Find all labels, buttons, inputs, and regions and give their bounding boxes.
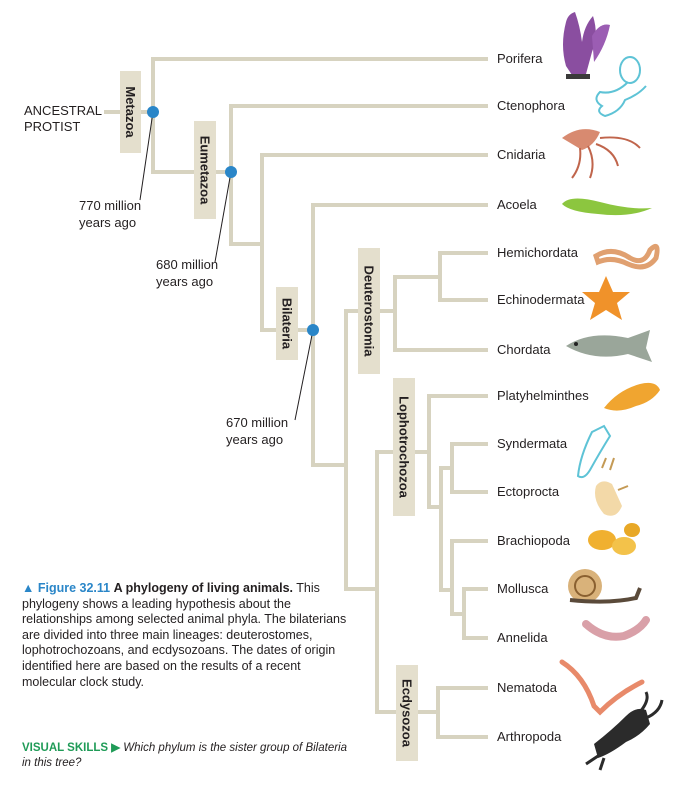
clade-deuterostomia: Deuterostomia: [358, 248, 380, 374]
branch-annelida: [462, 614, 488, 640]
sponge-illustration: [563, 12, 610, 79]
bass-fish-illustration: [566, 330, 652, 362]
branch-moll-annel: [450, 590, 464, 616]
clade-bilateria: Bilateria: [276, 287, 298, 360]
date-bilateria-line-1: 670 million: [226, 415, 288, 430]
clade-lophotrochozoa: Lophotrochozoa: [393, 378, 415, 516]
taxon-syndermata: Syndermata: [497, 436, 568, 451]
branch-syn-ecto: [439, 466, 452, 507]
flatworm-illustration: [604, 382, 660, 411]
root-label-line-2: PROTIST: [24, 119, 80, 134]
node-bilateria: [307, 324, 319, 336]
date-metazoa-line-1: 770 million: [79, 198, 141, 213]
clade-labels: Metazoa Eumetazoa Bilateria Deuterostomi…: [120, 71, 418, 761]
illustrations: [559, 12, 664, 771]
nematode-worm-illustration: [559, 659, 645, 716]
date-metazoa-line-2: years ago: [79, 215, 136, 230]
taxon-cnidaria: Cnidaria: [497, 147, 546, 162]
branch-porifera: [151, 57, 488, 112]
date-metazoa: 770 million years ago: [79, 198, 141, 230]
lobster-illustration: [585, 691, 664, 771]
branch-syndermata: [450, 442, 488, 468]
clade-ecdysozoa-label: Ecdysozoa: [400, 679, 415, 748]
taxon-acoela: Acoela: [497, 197, 538, 212]
clade-bilateria-label: Bilateria: [280, 298, 295, 350]
taxon-porifera: Porifera: [497, 51, 543, 66]
date-bilateria-line-2: years ago: [226, 432, 283, 447]
root-label: ANCESTRAL PROTIST: [24, 103, 102, 134]
clade-metazoa: Metazoa: [120, 71, 141, 153]
acorn-worm-illustration: [593, 243, 660, 270]
snail-illustration: [568, 569, 642, 604]
branch-chordata: [393, 311, 488, 352]
branch-mollusca: [462, 587, 488, 614]
branch-eumetazoa: [151, 112, 231, 174]
branch-acoela: [311, 203, 488, 330]
visual-skills-label: VISUAL SKILLS ▶: [22, 742, 121, 754]
jellyfish-illustration: [562, 129, 641, 179]
root-label-line-1: ANCESTRAL: [24, 103, 102, 118]
clade-metazoa-label: Metazoa: [123, 86, 138, 138]
taxon-mollusca: Mollusca: [497, 581, 549, 596]
figure-caption: ▲ Figure 32.11 A phylogeny of living ani…: [22, 581, 352, 690]
taxon-ctenophora: Ctenophora: [497, 98, 566, 113]
leader-eumetazoa: [214, 171, 232, 263]
branch-protostomia: [344, 465, 377, 591]
branch-ectoprocta: [450, 468, 488, 494]
earthworm-illustration: [582, 616, 650, 641]
taxon-ectoprocta: Ectoprocta: [497, 484, 560, 499]
branch-cnidaria: [260, 153, 488, 244]
node-metazoa: [147, 106, 159, 118]
tree-branches: [104, 57, 488, 739]
branch-arthropoda: [436, 712, 488, 739]
branch-platyhelminthes: [427, 394, 488, 452]
branch-lopho-rest: [439, 507, 452, 592]
sea-star-illustration: [582, 276, 630, 320]
taxon-labels: Porifera Ctenophora Cnidaria Acoela Hemi…: [497, 51, 589, 744]
rotifer-illustration: [576, 424, 612, 479]
branch-hemichordata: [438, 251, 488, 277]
date-eumetazoa: 680 million years ago: [156, 257, 218, 289]
taxon-echinodermata: Echinodermata: [497, 292, 585, 307]
date-eumetazoa-line-1: 680 million: [156, 257, 218, 272]
taxon-nematoda: Nematoda: [497, 680, 558, 695]
taxon-chordata: Chordata: [497, 342, 551, 357]
date-eumetazoa-line-2: years ago: [156, 274, 213, 289]
taxon-hemichordata: Hemichordata: [497, 245, 579, 260]
taxon-annelida: Annelida: [497, 630, 548, 645]
leader-bilateria: [294, 329, 314, 421]
date-bilateria: 670 million years ago: [226, 415, 288, 447]
taxon-arthropoda: Arthropoda: [497, 729, 562, 744]
taxon-brachiopoda: Brachiopoda: [497, 533, 571, 548]
branch-eumetazoa-inner: [229, 172, 262, 246]
clade-eumetazoa: Eumetazoa: [194, 121, 216, 219]
leader-metazoa: [139, 111, 154, 201]
figure-caption-body: This phylogeny shows a leading hypothesi…: [22, 581, 347, 689]
comb-jelly-illustration: [595, 56, 647, 118]
figure-title: A phylogeny of living animals.: [113, 581, 294, 595]
branch-echinodermata: [438, 277, 488, 302]
brachiopod-illustration: [588, 523, 640, 555]
visual-skills-question: Which phylum is the sister group of Bila…: [22, 742, 347, 769]
clade-eumetazoa-label: Eumetazoa: [198, 136, 213, 205]
visual-skills-prompt: VISUAL SKILLS ▶ Which phylum is the sist…: [22, 741, 352, 771]
branch-brachiopoda: [450, 539, 488, 590]
node-eumetazoa: [225, 166, 237, 178]
taxon-platyhelminthes: Platyhelminthes: [497, 388, 589, 403]
branch-ctenophora: [229, 104, 488, 172]
branch-nephrozoa: [311, 330, 346, 467]
clade-ecdysozoa: Ecdysozoa: [396, 665, 418, 761]
acoel-flatworm-illustration: [562, 198, 652, 216]
clade-deuterostomia-label: Deuterostomia: [362, 265, 377, 357]
bryozoan-illustration: [595, 457, 629, 516]
clade-lophotrochozoa-label: Lophotrochozoa: [397, 396, 412, 499]
branch-nematoda: [436, 686, 488, 712]
figure-tag: ▲ Figure 32.11: [22, 581, 111, 595]
branch-ambulacraria: [393, 275, 440, 311]
branch-lopho-inner: [427, 452, 441, 509]
